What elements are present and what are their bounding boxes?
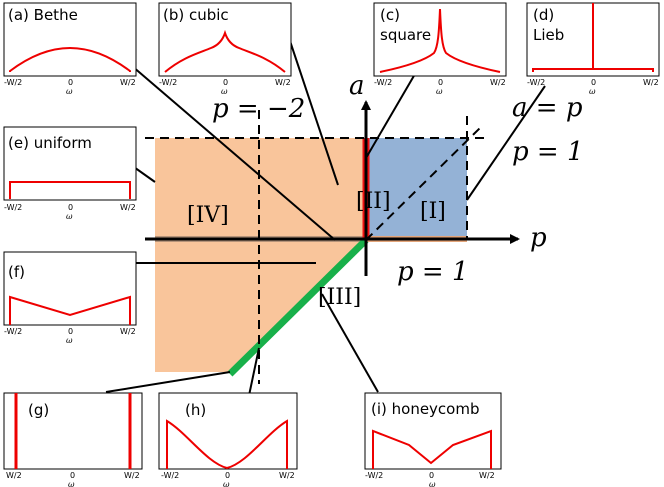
panel-a-tick-left: -W/2	[4, 78, 22, 87]
panel-c-label-2: square	[380, 26, 431, 44]
panel-c-omega: ω	[436, 87, 443, 96]
panel-i-tick-left: -W/2	[365, 471, 383, 480]
panel-i-label: (i) honeycomb	[371, 400, 480, 418]
panel-d-label-1: (d)	[533, 6, 554, 24]
p-eq-minus-2-label: p = −2	[212, 94, 305, 124]
phase-regions	[155, 138, 467, 377]
dos-panel-a: (a) Bethe -W/2 0 W/2 ω	[3, 2, 137, 96]
panel-d-tick-mid: 0	[591, 78, 596, 87]
panel-d-tick-right: W/2	[643, 78, 659, 87]
panel-c-tick-mid: 0	[438, 78, 443, 87]
panel-h-tick-right: W/2	[279, 471, 295, 480]
panel-c-label-1: (c)	[380, 6, 400, 24]
panel-f-omega: ω	[66, 336, 73, 345]
axis-a-label: a	[349, 71, 365, 101]
panel-h-omega: ω	[223, 480, 230, 487]
connector-g	[105, 371, 231, 393]
region-IV-area	[155, 138, 366, 372]
connector-c	[365, 73, 416, 159]
dos-curve-b	[164, 29, 286, 73]
panel-i-tick-right: W/2	[479, 471, 495, 480]
dos-curve-e	[9, 181, 131, 199]
dos-curve-i	[372, 429, 492, 469]
panel-h-tick-left: -W/2	[161, 471, 179, 480]
panel-d-tick-left: -W/2	[527, 78, 545, 87]
panel-d-label-2: Lieb	[533, 26, 564, 44]
panel-e-omega: ω	[66, 212, 73, 221]
panel-c-tick-left: -W/2	[374, 78, 392, 87]
panel-b-omega: ω	[221, 87, 228, 96]
panel-g-tick-right: W/2	[124, 471, 140, 480]
connector-lines	[105, 31, 546, 406]
region-IV-label: [IV]	[187, 203, 229, 228]
dos-panel-d: (d) Lieb -W/2 0 W/2 ω	[526, 2, 660, 96]
panel-a-omega: ω	[66, 87, 73, 96]
dos-curve-a	[9, 46, 131, 72]
panel-h-tick-mid: 0	[225, 471, 230, 480]
panel-i-omega: ω	[429, 480, 436, 487]
panel-e-tick-right: W/2	[120, 203, 136, 212]
connector-d	[466, 85, 546, 201]
panel-g-tick-mid: 0	[70, 471, 75, 480]
dashed-guides	[145, 110, 490, 384]
connector-a	[131, 65, 336, 241]
connector-b	[286, 31, 339, 186]
panel-a-tick-mid: 0	[68, 78, 73, 87]
panel-e-label: (e) uniform	[8, 134, 92, 152]
axis-p-label: p	[530, 223, 547, 253]
panel-f-label: (f)	[8, 263, 25, 281]
dos-panel-b: (b) cubic -W/2 0 W/2 ω	[158, 2, 292, 96]
panel-e-tick-mid: 0	[68, 203, 73, 212]
dos-curve-h	[166, 419, 288, 470]
panel-h-label: (h)	[185, 401, 206, 419]
dos-curve-c	[379, 8, 501, 73]
dos-panel-g: (g) W/2 0 W/2 ω	[3, 392, 143, 487]
region-III-label: [III]	[318, 285, 361, 310]
connector-i	[321, 293, 379, 393]
panel-e-tick-left: -W/2	[4, 203, 22, 212]
axes	[145, 100, 520, 276]
panel-g-label: (g)	[28, 401, 49, 419]
panel-f-tick-mid: 0	[68, 327, 73, 336]
region-II-label: [II]	[356, 189, 391, 214]
dashed-a-eq-p-line	[365, 125, 483, 241]
p-eq-1-top-label: p = 1	[512, 137, 584, 167]
dos-curve-f	[9, 295, 131, 325]
panel-g-omega: ω	[68, 480, 75, 487]
panel-g-tick-left: W/2	[6, 471, 22, 480]
p-eq-1-bottom-label: p = 1	[397, 257, 469, 287]
dos-panel-e: (e) uniform -W/2 0 W/2 ω	[3, 126, 137, 221]
dos-panel-h: (h) -W/2 0 W/2 ω	[158, 392, 298, 487]
dos-curve-d	[532, 3, 654, 72]
panel-b-label: (b) cubic	[163, 6, 229, 24]
green-boundary-line	[227, 237, 369, 377]
panel-b-tick-right: W/2	[275, 78, 291, 87]
panel-b-tick-mid: 0	[223, 78, 228, 87]
dos-curve-g	[14, 393, 132, 469]
panel-c-tick-right: W/2	[490, 78, 506, 87]
dos-panel-c: (c) square -W/2 0 W/2 ω	[373, 2, 507, 96]
region-I-label: [I]	[420, 199, 446, 224]
dos-panel-f: (f) -W/2 0 W/2 ω	[3, 251, 137, 345]
panel-f-tick-right: W/2	[120, 327, 136, 336]
panel-i-tick-mid: 0	[429, 471, 434, 480]
panel-f-tick-left: -W/2	[4, 327, 22, 336]
panel-a-label: (a) Bethe	[8, 6, 78, 24]
panel-d-omega: ω	[589, 87, 596, 96]
dos-panel-i: (i) honeycomb -W/2 0 W/2 ω	[364, 392, 502, 487]
panel-b-tick-left: -W/2	[159, 78, 177, 87]
panel-a-tick-right: W/2	[120, 78, 136, 87]
